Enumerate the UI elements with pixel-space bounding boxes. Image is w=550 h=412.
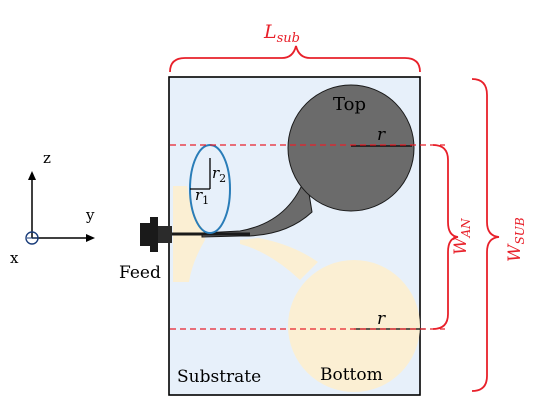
axis-z-label: z [43, 149, 51, 167]
bottom-label: Bottom [320, 365, 383, 385]
axis-x-label: x [10, 249, 19, 267]
coordinate-axes [25, 171, 95, 245]
l-sub-label: Lsub [263, 21, 300, 46]
r1-label: r1 [195, 186, 209, 207]
l-sub-brace [169, 45, 421, 73]
r2-label: r2 [212, 164, 226, 185]
feed-connector [140, 217, 250, 252]
w-sub-label: WSUB [505, 217, 527, 262]
feed-label: Feed [119, 263, 161, 283]
w-an-label: WAN [451, 218, 473, 255]
bottom-radius-label: r [377, 309, 386, 329]
top-radius-label: r [377, 125, 386, 145]
top-patch [201, 84, 415, 238]
axis-y-label: y [85, 206, 95, 224]
w-sub-brace [471, 78, 500, 392]
substrate-label: Substrate [177, 367, 261, 387]
top-label: Top [333, 94, 366, 115]
w-an-brace [432, 144, 459, 330]
